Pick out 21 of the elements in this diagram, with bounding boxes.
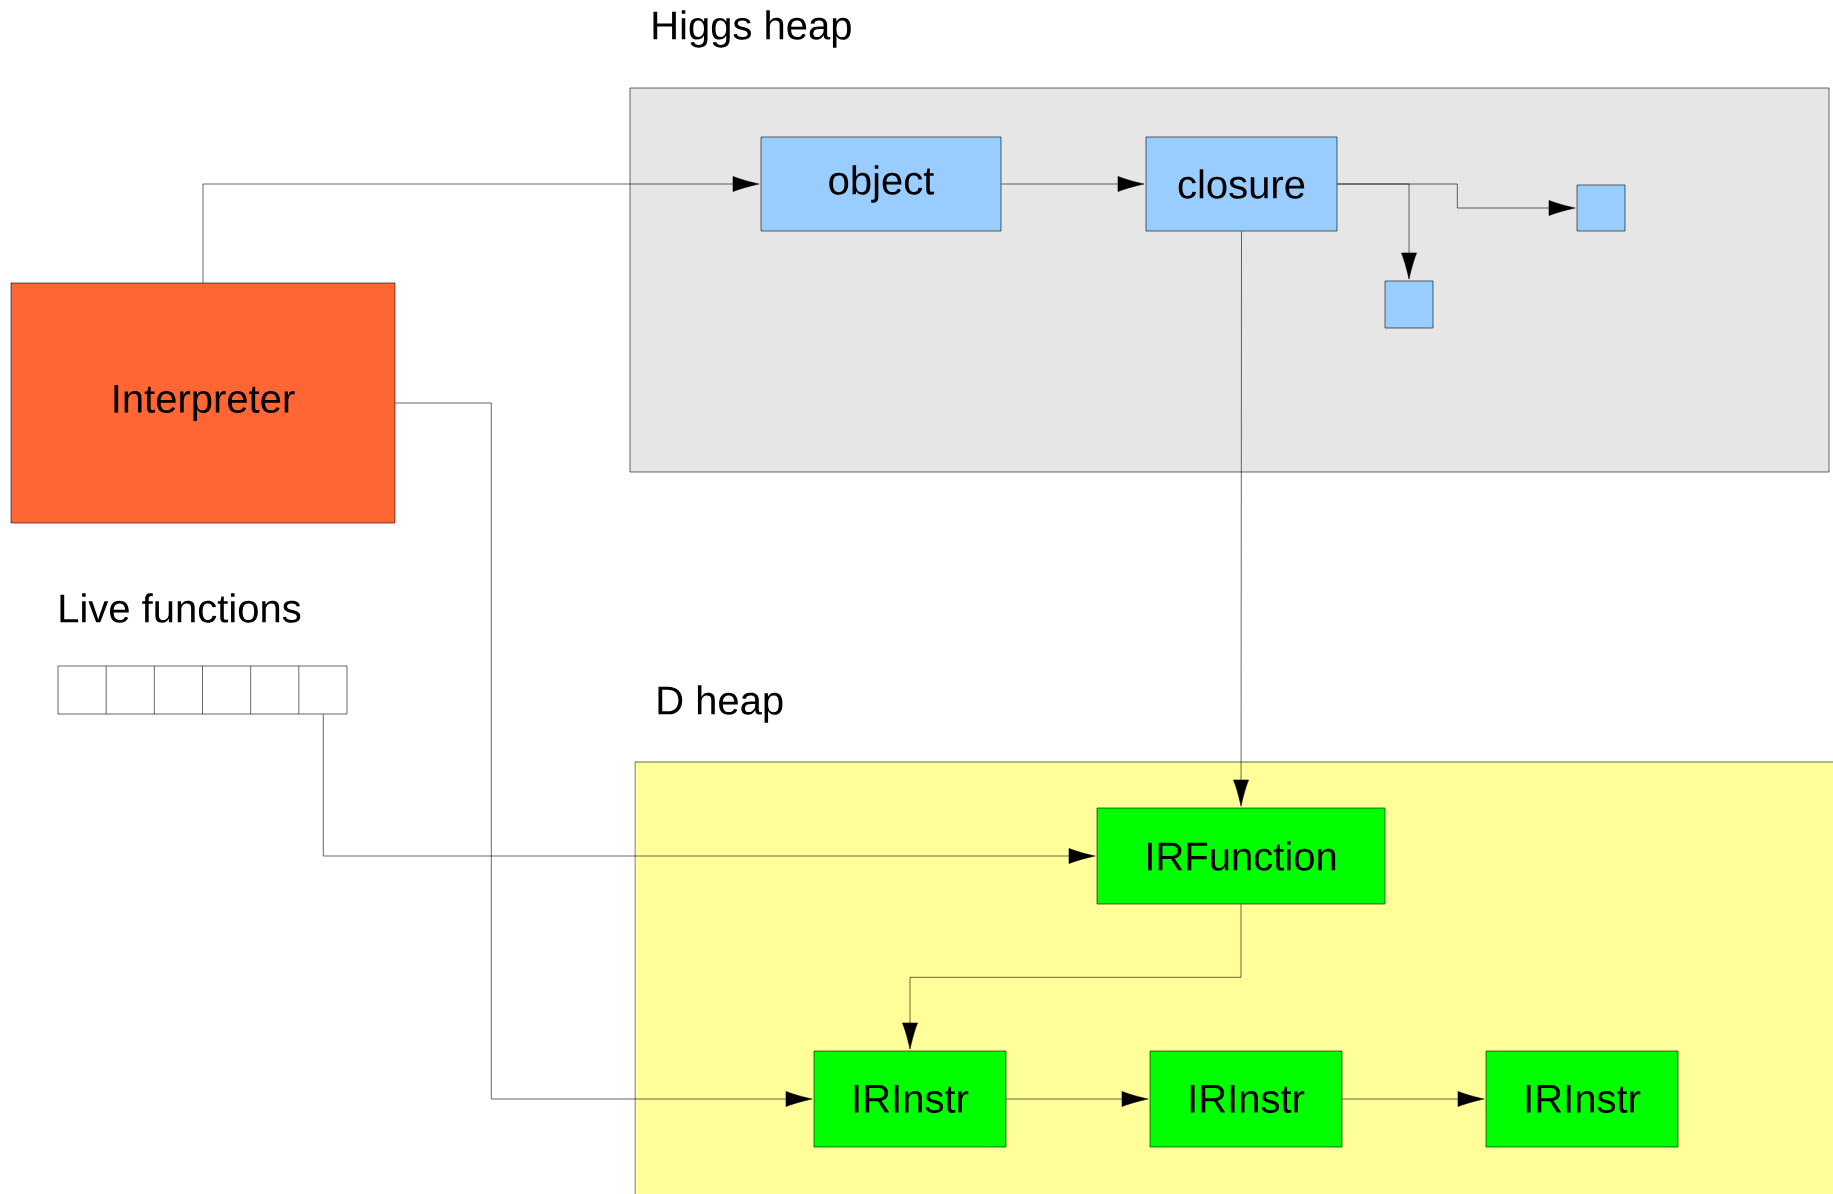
arrow [1337,183,1576,216]
process-box: IRInstr [813,1050,1007,1148]
arrow [202,176,760,283]
arrow [1006,1091,1149,1107]
object-box [1384,280,1434,329]
process-box: IRFunction [1096,807,1386,905]
arrow [1233,231,1249,807]
process-box: Interpreter [10,282,396,524]
heading: D heap [658,685,783,723]
process-box: IRInstr [1485,1050,1679,1148]
object-box: object [760,136,1002,232]
heading: Higgs heap [653,10,851,48]
heading: Live functions [60,593,301,623]
arrow [323,714,1096,864]
object-box [1576,184,1626,232]
arrow [902,904,1242,1050]
object-box: closure [1145,136,1338,232]
arrow [395,402,813,1107]
process-box: IRInstr [1149,1050,1343,1148]
arrow [1001,176,1145,192]
arrow [1342,1091,1485,1107]
